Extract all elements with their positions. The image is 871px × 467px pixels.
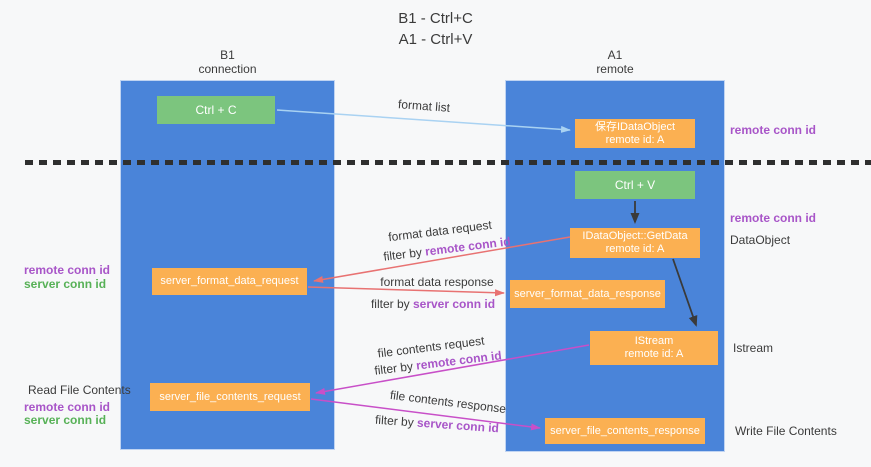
annotation-left-server-conn-id-2: server conn id — [24, 413, 107, 427]
node-ctrl-c-label: Ctrl + C — [195, 103, 237, 117]
node-server-format-data-request: server_format_data_request — [152, 268, 307, 295]
diagram-title-line1: B1 - Ctrl+C — [398, 10, 473, 27]
lane-header-b1: B1 connection — [120, 48, 335, 76]
node-ctrl-c: Ctrl + C — [157, 96, 275, 124]
node-server-format-data-request-label: server_format_data_request — [160, 275, 299, 287]
dashed-divider-line — [25, 160, 871, 165]
edge-label-format-data-response-filter: filter by server conn id — [371, 297, 495, 311]
node-server-file-contents-response: server_file_contents_response — [545, 418, 705, 444]
node-save-idataobject-line1: 保存IDataObject — [594, 120, 676, 133]
lane-b1-title: B1 — [220, 48, 235, 62]
annotation-read-file-contents: Read File Contents — [28, 383, 131, 397]
node-server-file-contents-request-label: server_file_contents_request — [159, 390, 301, 403]
annotation-remote-conn-id-mid: remote conn id — [730, 211, 817, 225]
lane-header-a1: A1 remote — [505, 48, 725, 76]
lane-a1-subtitle: remote — [596, 62, 634, 76]
node-server-file-contents-request: server_file_contents_request — [150, 383, 310, 411]
filter-by-text: filter by — [370, 297, 413, 311]
filter-by-text: filter by — [374, 412, 418, 430]
lane-b1-subtitle: connection — [198, 62, 257, 76]
annotation-dataobject: DataObject — [730, 233, 791, 247]
filter-by-text: filter by — [382, 244, 427, 264]
node-save-idataobject: 保存IDataObject remote id: A — [575, 119, 695, 148]
node-ctrl-v: Ctrl + V — [575, 171, 695, 199]
edge-label-format-data-response: format data response — [380, 275, 494, 289]
edge-label-file-contents-response: file contents response — [389, 387, 507, 417]
edge-label-format-list: format list — [397, 97, 451, 115]
annotation-left-remote-conn-id-1: remote conn id — [24, 263, 111, 277]
node-save-idataobject-line2: remote id: A — [605, 133, 665, 146]
diagram-title: B1 - Ctrl+C A1 - Ctrl+V — [0, 8, 871, 50]
node-ctrl-v-label: Ctrl + V — [614, 178, 656, 192]
node-idataobject-getdata-line1: IDataObject::GetData — [582, 230, 688, 242]
node-istream-line1: IStream — [634, 335, 674, 347]
server-conn-id-key: server conn id — [412, 297, 496, 311]
node-istream: IStream remote id: A — [590, 331, 718, 365]
annotation-remote-conn-id-top: remote conn id — [730, 123, 817, 137]
annotation-write-file-contents: Write File Contents — [735, 424, 837, 438]
lane-a1-title: A1 — [607, 48, 623, 62]
annotation-left-server-conn-id-1: server conn id — [24, 277, 107, 291]
server-conn-id-key: server conn id — [416, 415, 500, 436]
node-idataobject-getdata: IDataObject::GetData remote id: A — [570, 228, 700, 258]
node-idataobject-getdata-line2: remote id: A — [605, 243, 665, 255]
node-server-format-data-response-label: server_format_data_response — [514, 287, 661, 300]
node-istream-line2: remote id: A — [624, 348, 684, 360]
diagram-title-line2: A1 - Ctrl+V — [398, 31, 473, 48]
annotation-istream: Istream — [733, 341, 774, 355]
annotation-left-remote-conn-id-2: remote conn id — [24, 400, 111, 414]
node-server-format-data-response: server_format_data_response — [510, 280, 665, 308]
node-server-file-contents-response-label: server_file_contents_response — [550, 424, 700, 437]
filter-by-text: filter by — [373, 358, 418, 378]
edge-label-file-contents-response-filter: filter by server conn id — [375, 413, 500, 436]
